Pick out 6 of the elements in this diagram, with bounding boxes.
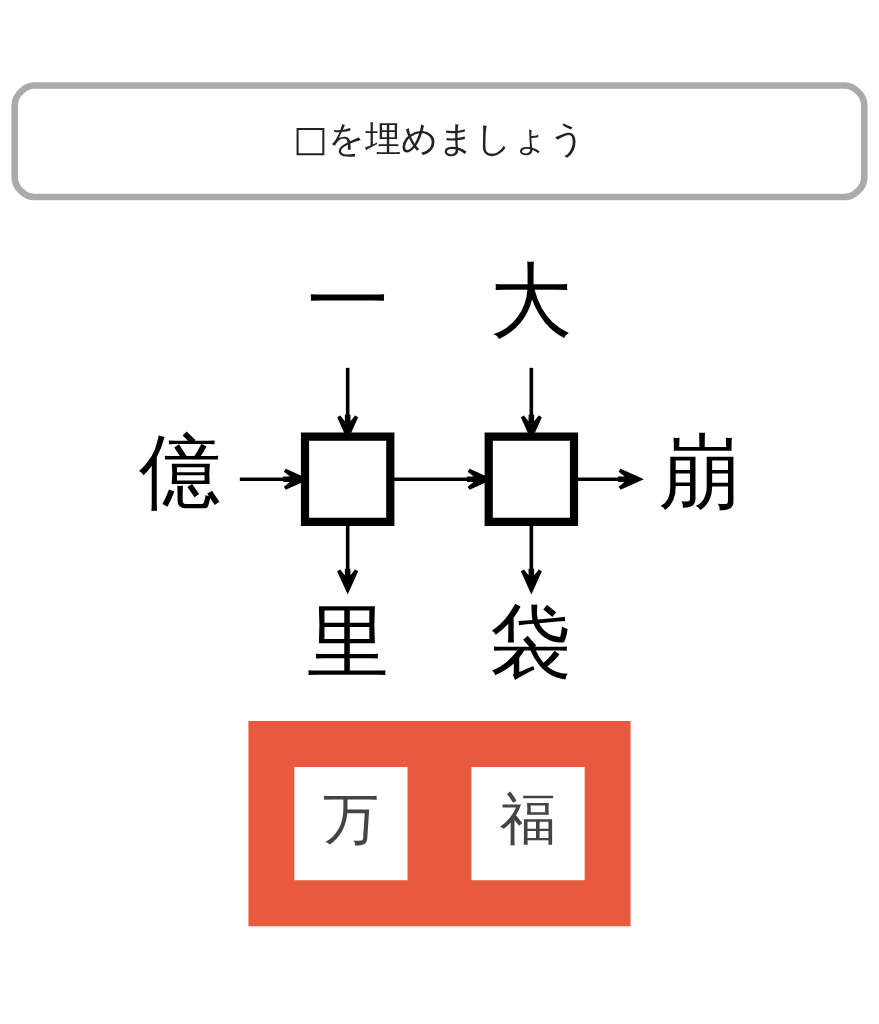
node-text: 大 [490, 253, 573, 349]
node-text: 袋 [490, 594, 573, 690]
node-text: 一 [306, 253, 389, 349]
node-text: 億 [139, 423, 222, 519]
node-text: 崩 [657, 423, 740, 519]
node-text: 里 [306, 594, 389, 690]
